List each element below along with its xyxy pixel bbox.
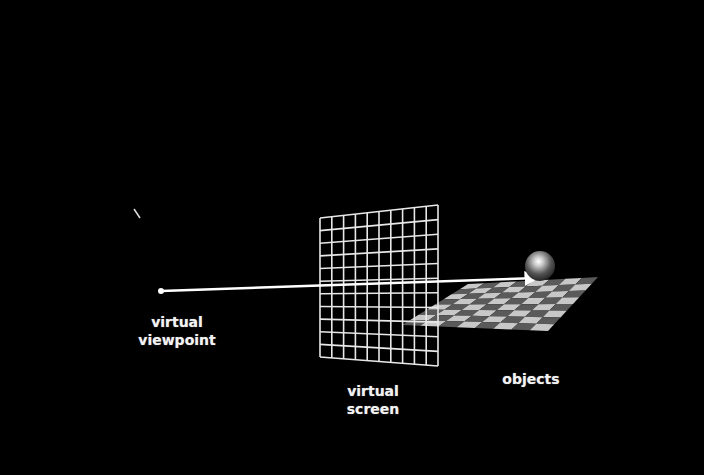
sphere xyxy=(525,251,555,281)
tick-mark xyxy=(134,209,140,218)
viewpoint-label: virtual viewpoint xyxy=(127,313,227,349)
view-ray xyxy=(161,278,538,291)
screen-label: virtual screen xyxy=(328,382,418,418)
objects-label: objects xyxy=(481,370,581,388)
checkerboard-plane xyxy=(402,277,598,331)
viewpoint-dot xyxy=(158,288,164,294)
